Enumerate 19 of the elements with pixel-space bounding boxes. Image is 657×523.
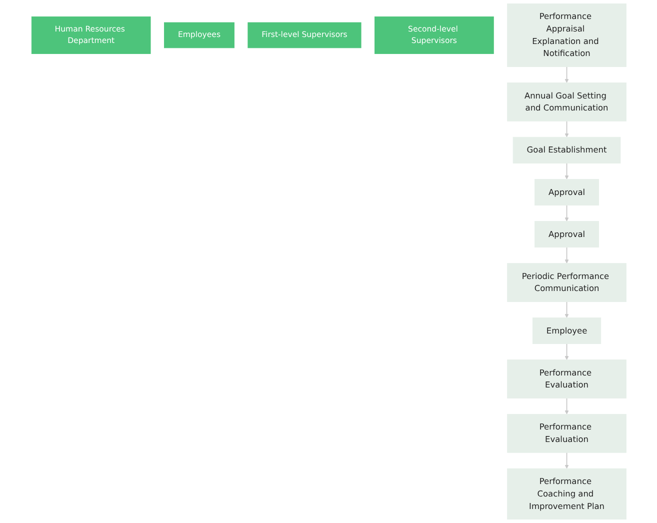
node-box: Performance Evaluation xyxy=(506,360,626,398)
arrow xyxy=(564,246,568,264)
node-box: Annual Goal Setting and Communication xyxy=(506,82,626,122)
node-box: Goal Establishment xyxy=(512,136,620,164)
node-box: Approval xyxy=(534,221,599,248)
arrow xyxy=(564,162,568,180)
arrow xyxy=(564,66,568,83)
arrow xyxy=(564,120,568,138)
arrow xyxy=(564,452,568,469)
node-box: Approval xyxy=(534,178,599,206)
node-box: Performance Appraisal Explanation and Notification xyxy=(506,3,626,67)
arrow xyxy=(564,398,568,414)
node-box: Performance Coaching and Improvement Plan xyxy=(506,468,626,520)
node-box: Employee xyxy=(532,318,601,344)
arrow xyxy=(564,301,568,318)
node-box: Performance Evaluation xyxy=(506,414,626,453)
arrow xyxy=(564,204,568,222)
node-box: Periodic Performance Communication xyxy=(506,263,626,302)
arrow xyxy=(564,343,568,360)
